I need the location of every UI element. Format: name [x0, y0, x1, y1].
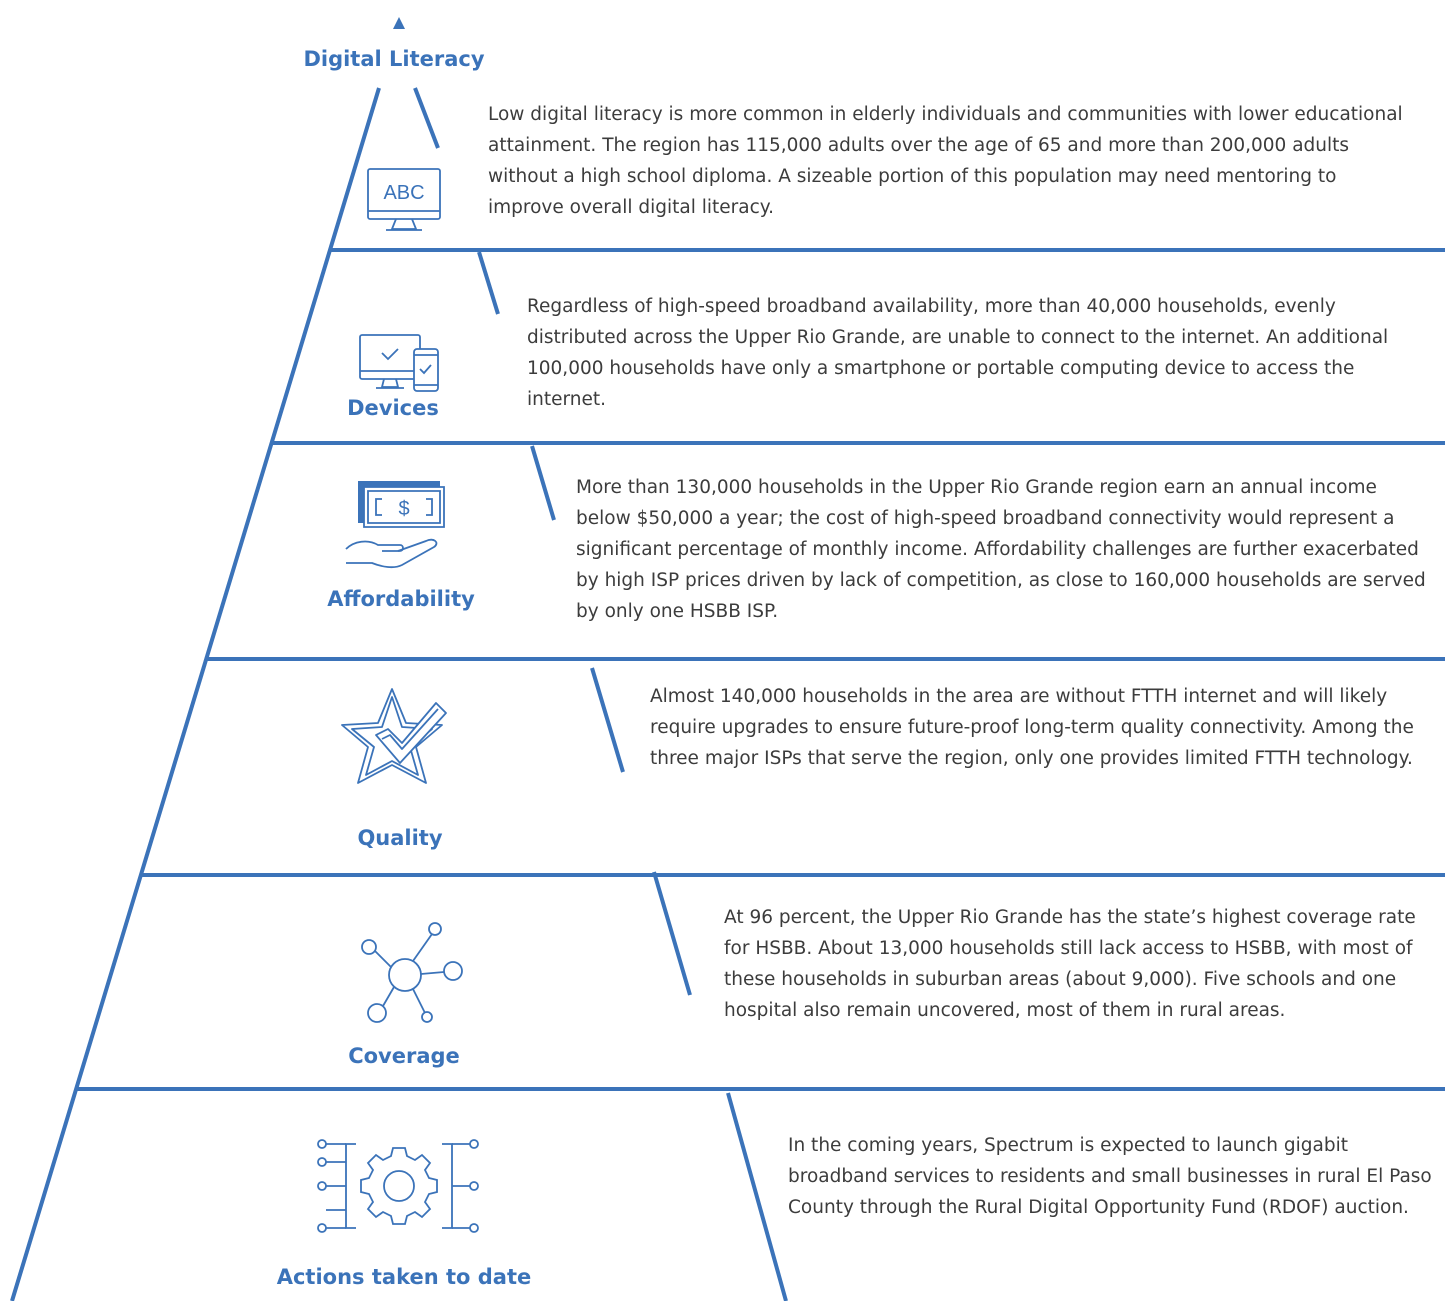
devices-icon [358, 331, 440, 395]
money-symbol: $ [398, 498, 409, 520]
money-hand-icon: $ [342, 481, 452, 571]
affordability-title: Affordability [327, 587, 475, 611]
pyramid-right-edge-1 [413, 87, 440, 149]
pyramid-right-edge-6 [726, 1092, 788, 1301]
pyramid-right-edge-2 [477, 251, 500, 315]
coverage-title: Coverage [348, 1044, 460, 1068]
actions-description: In the coming years, Spectrum is expecte… [788, 1135, 1432, 1218]
quality-title: Quality [357, 826, 443, 850]
monitor-abc-text: ABC [383, 182, 424, 204]
pyramid-left-edge [10, 87, 381, 1301]
monitor-abc-icon: ABC [366, 167, 442, 237]
apex-arrow [393, 17, 405, 29]
quality-description: Almost 140,000 households in the area ar… [650, 686, 1414, 769]
pyramid-right-edge-3 [530, 445, 556, 521]
actions-title: Actions taken to date [276, 1265, 532, 1289]
gear-circuit-icon [314, 1134, 484, 1238]
star-check-icon [340, 685, 460, 803]
devices-title: Devices [347, 396, 439, 420]
network-hub-icon [355, 917, 467, 1027]
digital-literacy-description: Low digital literacy is more common in e… [488, 104, 1403, 218]
coverage-description: At 96 percent, the Upper Rio Grande has … [724, 907, 1416, 1021]
pyramid-right-edge-4 [590, 667, 625, 773]
affordability-description: More than 130,000 households in the Uppe… [576, 477, 1426, 622]
digital-literacy-title: Digital Literacy [303, 47, 485, 71]
pyramid-right-edge-5 [652, 871, 692, 996]
devices-description: Regardless of high-speed broadband avail… [527, 296, 1389, 410]
